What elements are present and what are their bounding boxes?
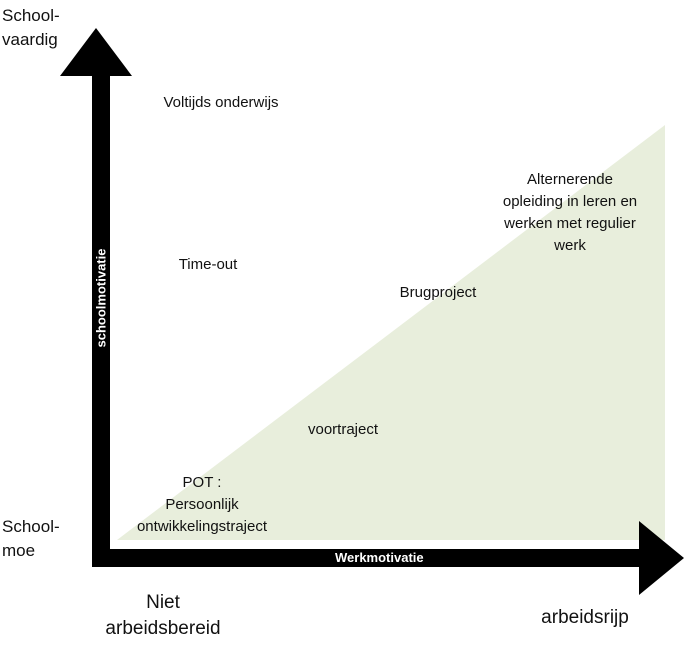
- item-time-out: Time-out: [178, 256, 238, 273]
- y-axis-arrow: [60, 28, 132, 567]
- item-alternerende-opleiding: Alternerende opleiding in leren en werke…: [502, 171, 638, 254]
- x-axis-left-label: Niet arbeidsbereid: [105, 592, 221, 639]
- item-voortraject: voortraject: [307, 421, 379, 438]
- x-axis-label: Werkmotivatie: [335, 550, 424, 565]
- item-pot: POT : Persoonlijk ontwikkelingstraject: [136, 474, 268, 535]
- work-region-triangle: [117, 125, 665, 540]
- x-axis-arrow: [92, 521, 684, 595]
- y-axis-bottom-label: School- moe: [2, 517, 60, 560]
- y-axis-label: schoolmotivatie: [93, 248, 109, 348]
- item-brugproject: Brugproject: [399, 284, 477, 301]
- y-axis-top-label: School- vaardig: [2, 6, 60, 49]
- item-voltijds-onderwijs: Voltijds onderwijs: [163, 94, 279, 111]
- x-axis-right-label: arbeidsrijp: [541, 607, 629, 628]
